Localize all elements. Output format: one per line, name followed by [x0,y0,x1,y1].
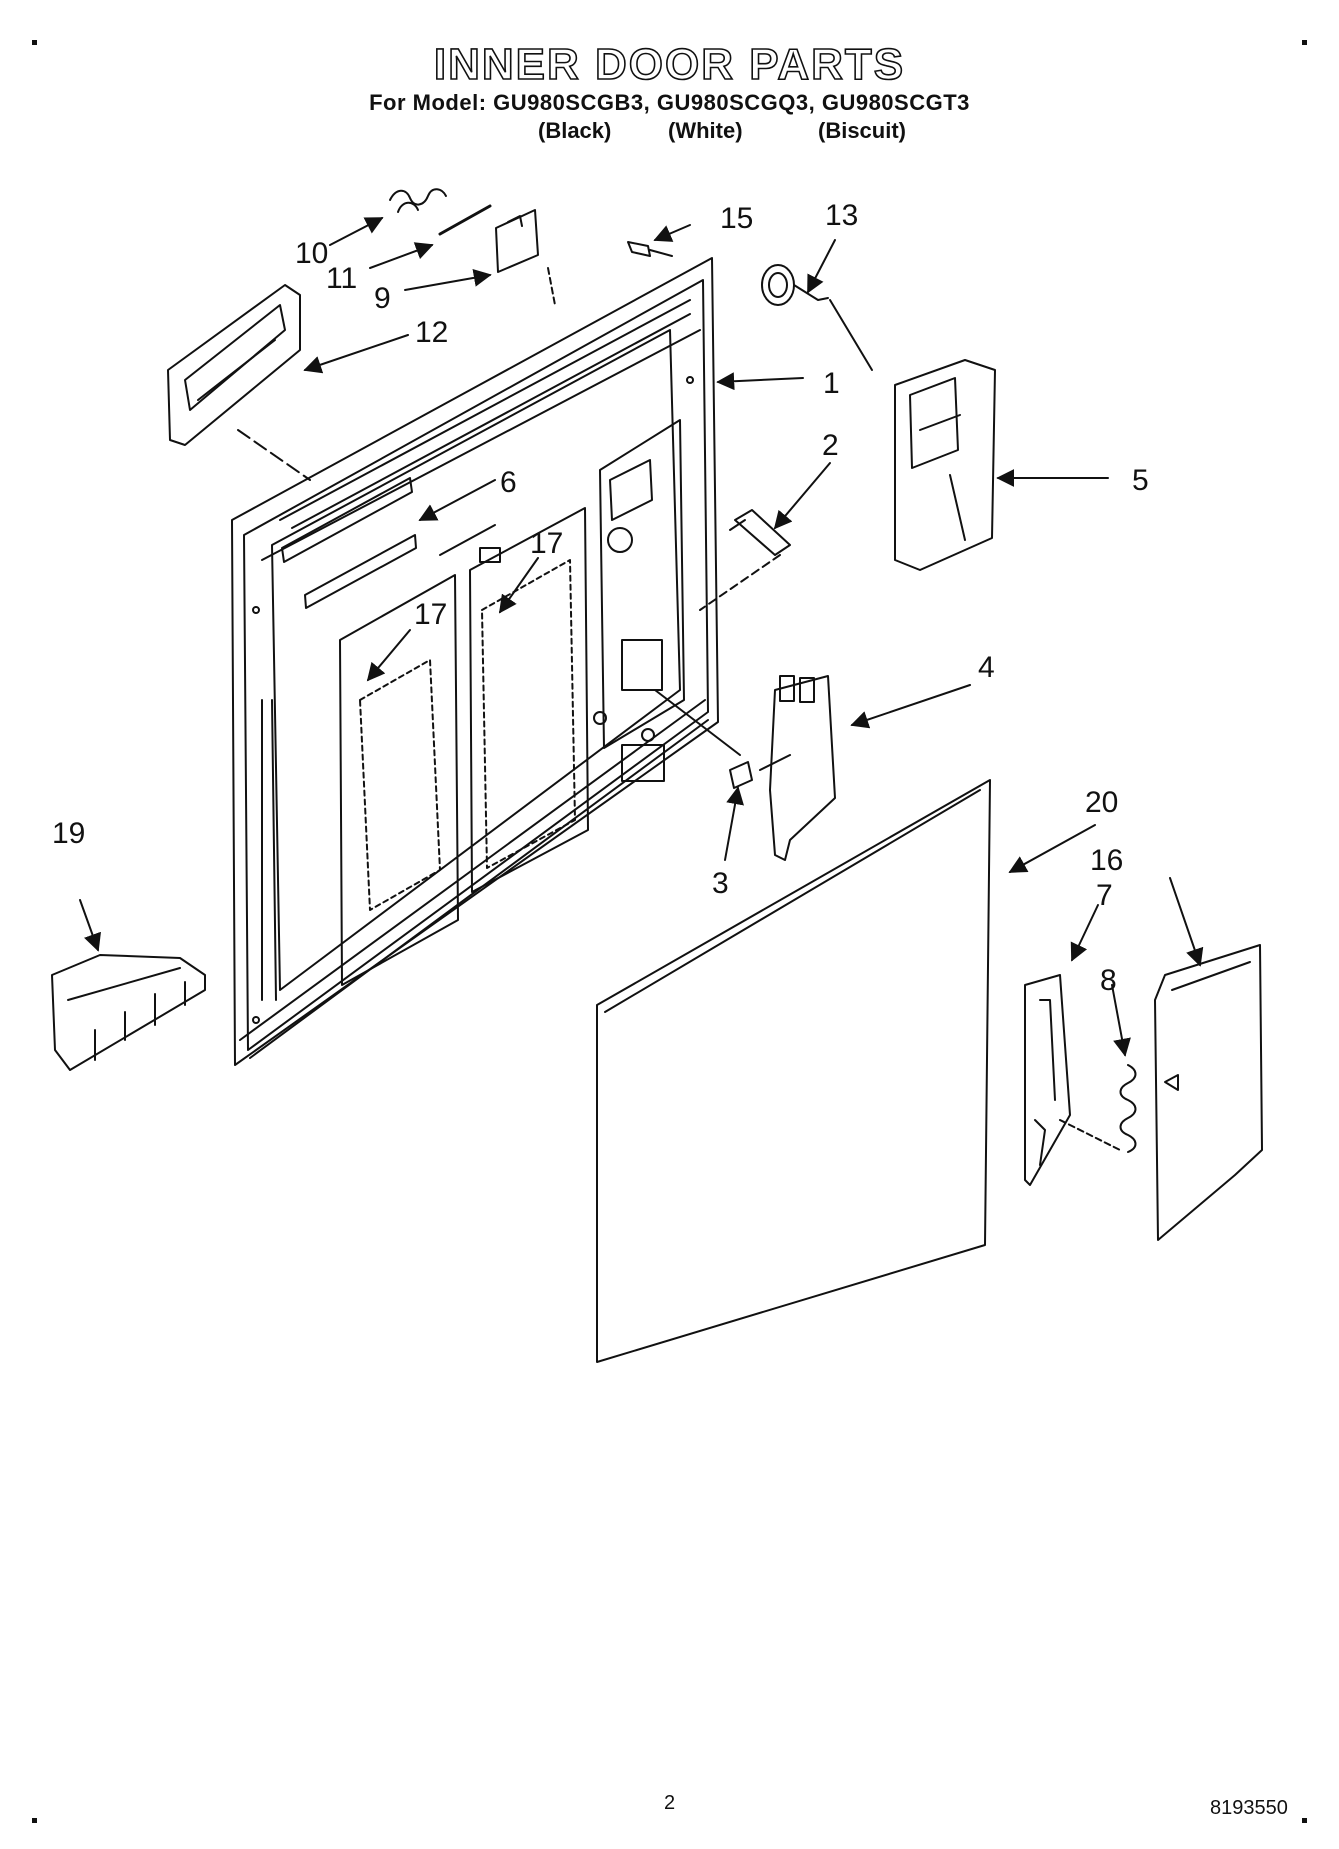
callout-16: 16 [1090,844,1123,877]
bumper [729,761,753,789]
callout-3: 3 [712,867,729,900]
leader-lines [79,217,1204,1057]
callout-17a: 17 [530,527,563,560]
callout-4: 4 [978,651,995,684]
spring-small [389,188,447,213]
screw [627,241,673,257]
vent-cap [51,954,206,1071]
color-variants: (Black) (White) (Biscuit) [0,118,1339,148]
corner-mark-top-left [32,40,37,45]
corner-mark-top-right [1302,40,1307,45]
callout-9: 9 [374,282,391,315]
callout-15: 15 [720,202,753,235]
vent-cover [495,209,556,306]
inner-door-panel [231,257,719,1066]
knob-fastener [761,264,873,371]
variant-black: (Black) [538,118,612,143]
lever-spring [1059,1064,1137,1153]
document-number: 8193550 [1210,1797,1288,1819]
spring-clip [699,509,791,611]
model-list: For Model: GU980SCGB3, GU980SCGQ3, GU980… [369,90,970,115]
callout-1: 1 [823,367,840,400]
hinge-bracket [894,359,996,571]
rod [438,204,492,236]
callout-2: 2 [822,429,839,462]
callout-7: 7 [1096,879,1113,912]
door-latch [654,675,836,861]
variant-white: (White) [668,118,743,143]
callout-10: 10 [295,237,328,270]
callout-13: 13 [825,199,858,232]
page-title: INNER DOOR PARTS [433,39,906,90]
door-lever [1024,974,1071,1186]
callout-6: 6 [500,466,517,499]
callout-8: 8 [1100,964,1117,997]
variant-biscuit: (Biscuit) [818,118,906,143]
callout-11: 11 [326,262,357,295]
vent-strip [281,477,417,609]
callout-17b: 17 [414,598,447,631]
callout-5: 5 [1132,464,1149,497]
callout-19: 19 [52,817,85,850]
callout-20: 20 [1085,786,1118,819]
part-callouts: 1 2 3 4 5 6 7 8 9 10 11 12 13 15 16 17 1… [52,199,1149,997]
outer-door-liner [596,779,991,1363]
callout-12: 12 [415,316,448,349]
page-number: 2 [664,1792,676,1814]
dispenser-handle [167,284,311,481]
side-panel [1154,944,1263,1241]
corner-mark-bottom-right [1302,1818,1307,1823]
corner-mark-bottom-left [32,1818,37,1823]
